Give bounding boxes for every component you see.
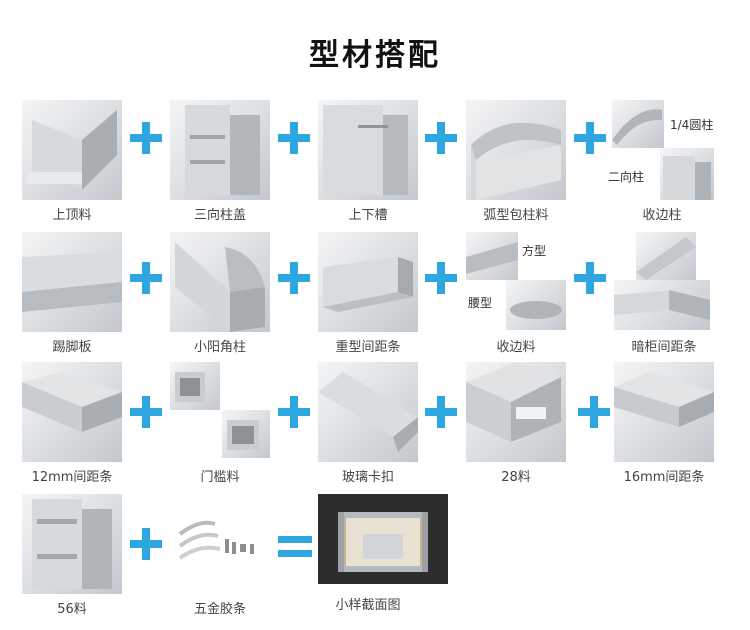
plus-icon: [574, 122, 606, 154]
plus-icon: [574, 262, 606, 294]
product-label: 12mm间距条: [31, 470, 113, 485]
product-label: 玻璃卡扣: [341, 470, 394, 485]
product-label: 56料: [57, 602, 87, 617]
product-image: [660, 148, 714, 200]
product-image: [466, 100, 566, 200]
product-image: [506, 280, 566, 330]
plus-icon: [425, 396, 457, 428]
product-tag: 方型: [522, 244, 547, 258]
product-image: [318, 232, 418, 332]
product-image: [170, 232, 270, 332]
product-label: 踢脚板: [52, 340, 92, 355]
page-title: 型材搭配: [309, 38, 441, 73]
product-label: 16mm间距条: [623, 470, 705, 485]
product-image: [466, 232, 518, 280]
product-image: [318, 494, 448, 584]
product-image: [22, 232, 122, 332]
product-label: 门槛料: [200, 470, 240, 485]
product-image: [636, 232, 696, 280]
product-label: 重型间距条: [335, 340, 401, 355]
product-label: 收边料: [496, 340, 536, 355]
product-image: [170, 362, 220, 410]
product-image: [612, 100, 664, 148]
plus-icon: [278, 396, 310, 428]
product-tag: 腰型: [468, 296, 493, 310]
product-tag: 二向柱: [608, 170, 645, 184]
product-image: [318, 100, 418, 200]
product-label: 收边柱: [642, 208, 682, 223]
plus-icon: [130, 396, 162, 428]
product-image: [170, 494, 270, 594]
plus-icon: [578, 396, 610, 428]
plus-icon: [130, 122, 162, 154]
product-label: 五金胶条: [193, 602, 246, 617]
product-label: 弧型包柱料: [483, 208, 549, 223]
product-label: 上下槽: [348, 208, 388, 223]
product-image: [614, 280, 710, 330]
product-image: [614, 362, 714, 462]
product-label: 三向柱盖: [193, 208, 246, 223]
equals-icon: [278, 536, 312, 558]
product-image: [22, 494, 122, 594]
product-label: 暗柜间距条: [631, 340, 697, 355]
product-image: [22, 362, 122, 462]
product-image: [22, 100, 122, 200]
plus-icon: [425, 262, 457, 294]
product-image: [466, 362, 566, 462]
product-label: 上顶料: [52, 208, 92, 223]
plus-icon: [278, 262, 310, 294]
product-label: 小阳角柱: [193, 340, 246, 355]
plus-icon: [278, 122, 310, 154]
plus-icon: [130, 528, 162, 560]
product-image: [318, 362, 418, 462]
product-image: [170, 100, 270, 200]
product-label: 28料: [501, 470, 531, 485]
plus-icon: [425, 122, 457, 154]
plus-icon: [130, 262, 162, 294]
product-label: 小样截面图: [335, 598, 401, 613]
product-image: [222, 410, 270, 458]
product-tag: 1/4圆柱: [670, 118, 714, 132]
